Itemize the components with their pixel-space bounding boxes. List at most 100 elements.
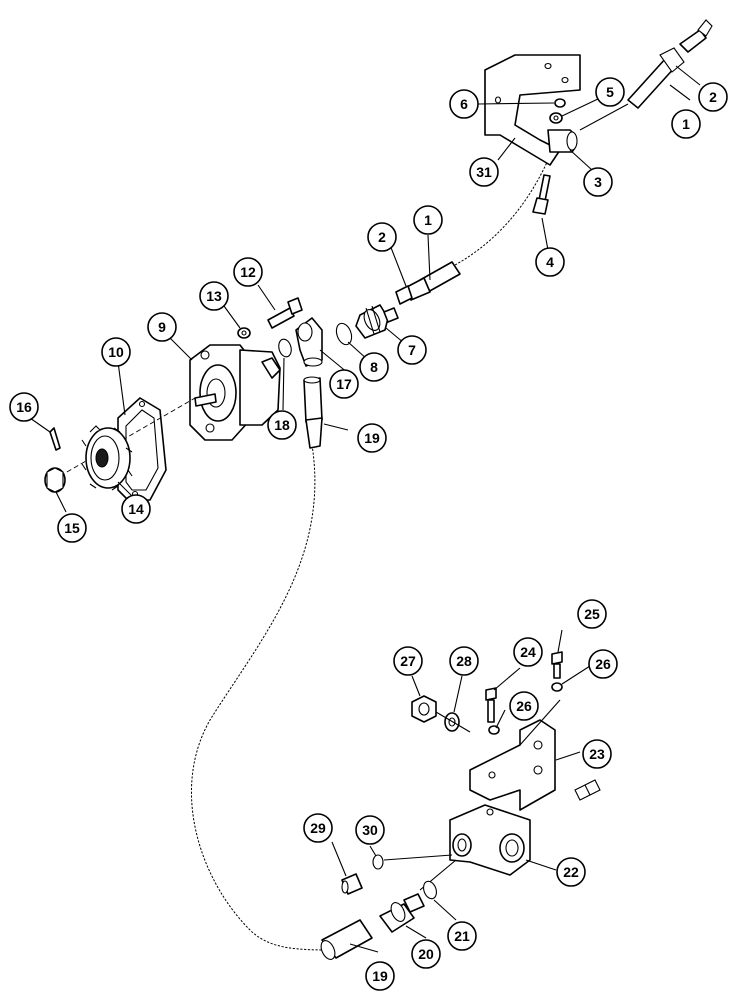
callout-17: 17 — [329, 369, 359, 399]
svg-text:26: 26 — [595, 656, 611, 672]
svg-text:20: 20 — [418, 946, 434, 962]
svg-text:7: 7 — [408, 342, 416, 358]
callout-16: 16 — [9, 392, 39, 422]
fitting-7 — [355, 304, 399, 339]
svg-text:16: 16 — [16, 399, 32, 415]
washer-6 — [554, 98, 566, 108]
callout-26-upper: 26 — [588, 649, 618, 679]
tube-1-top — [579, 19, 713, 131]
callout-25: 25 — [577, 599, 607, 629]
tube-19-lower — [320, 919, 373, 960]
callout-31: 31 — [469, 157, 499, 187]
gasket-10 — [117, 397, 167, 501]
hose-line-main — [190, 444, 336, 951]
callout-13: 13 — [199, 281, 229, 311]
svg-text:1: 1 — [424, 212, 432, 228]
svg-text:14: 14 — [128, 501, 144, 517]
washer-13 — [237, 327, 251, 339]
valve-22 — [449, 804, 531, 876]
svg-text:24: 24 — [520, 644, 536, 660]
callout-30: 30 — [355, 815, 385, 845]
callout-9: 9 — [147, 312, 177, 342]
pump-9 — [189, 344, 281, 441]
bracket-23 — [469, 719, 601, 811]
callout-24: 24 — [513, 637, 543, 667]
svg-text:30: 30 — [362, 822, 378, 838]
callout-3: 3 — [583, 167, 613, 197]
callout-14: 14 — [121, 494, 151, 524]
leader-30-22 — [383, 854, 453, 861]
callout-29: 29 — [303, 813, 333, 843]
svg-text:17: 17 — [336, 376, 352, 392]
o-ring-8 — [335, 322, 353, 346]
callout-19-upper: 19 — [357, 423, 387, 453]
o-ring-30 — [372, 854, 384, 870]
svg-text:23: 23 — [589, 746, 605, 762]
callout-7: 7 — [397, 335, 427, 365]
svg-text:10: 10 — [108, 344, 124, 360]
svg-text:4: 4 — [546, 254, 554, 270]
washer-26-lower — [488, 725, 500, 735]
callout-28: 28 — [449, 646, 479, 676]
svg-text:2: 2 — [378, 229, 386, 245]
tube-19-upper — [303, 376, 323, 449]
cotter-pin-16 — [49, 427, 61, 451]
callout-26-lower: 26 — [509, 691, 539, 721]
svg-text:3: 3 — [594, 174, 602, 190]
svg-text:9: 9 — [158, 319, 166, 335]
bolt-12 — [267, 297, 303, 329]
svg-text:19: 19 — [372, 968, 388, 984]
o-ring-18 — [278, 338, 292, 358]
svg-text:18: 18 — [274, 417, 290, 433]
svg-text:8: 8 — [370, 359, 378, 375]
svg-text:27: 27 — [400, 653, 416, 669]
hose-line-upper — [454, 159, 549, 266]
gear-14 — [81, 425, 133, 491]
svg-text:22: 22 — [563, 864, 579, 880]
washer-26-upper — [551, 682, 563, 692]
callout-6: 6 — [449, 89, 479, 119]
fitting-20 — [379, 893, 425, 933]
screw-24 — [485, 687, 497, 723]
callout-1-mid: 1 — [413, 205, 443, 235]
tube-1-mid — [395, 261, 461, 305]
bracket-31 — [484, 54, 581, 166]
nut-15 — [44, 467, 66, 493]
callout-18: 18 — [267, 410, 297, 440]
svg-text:21: 21 — [454, 928, 470, 944]
svg-text:28: 28 — [456, 653, 472, 669]
svg-text:5: 5 — [606, 84, 614, 100]
svg-text:15: 15 — [64, 520, 80, 536]
nut-5 — [549, 112, 563, 124]
svg-text:13: 13 — [206, 288, 222, 304]
callout-19-lower: 19 — [365, 961, 395, 991]
callout-4: 4 — [535, 247, 565, 277]
svg-text:31: 31 — [476, 164, 492, 180]
callout-27: 27 — [393, 646, 423, 676]
callout-2-mid: 2 — [367, 222, 397, 252]
svg-text:2: 2 — [709, 89, 717, 105]
plug-29 — [341, 873, 363, 895]
callout-10: 10 — [101, 337, 131, 367]
leader-lines — [29, 65, 701, 953]
bolt-4 — [532, 174, 551, 215]
svg-text:29: 29 — [310, 820, 326, 836]
leader-27-28 — [435, 711, 471, 733]
svg-text:1: 1 — [682, 116, 690, 132]
elbow-17 — [295, 317, 323, 367]
callout-2-top: 2 — [698, 82, 728, 112]
callout-5: 5 — [595, 77, 625, 107]
callout-23: 23 — [582, 739, 612, 769]
nut-27 — [411, 695, 437, 723]
callout-8: 8 — [359, 352, 389, 382]
clamp-3 — [547, 129, 578, 153]
callout-22: 22 — [556, 857, 586, 887]
callout-12: 12 — [233, 257, 263, 287]
callout-1-top: 1 — [671, 109, 701, 139]
callout-15: 15 — [57, 513, 87, 543]
svg-text:25: 25 — [584, 606, 600, 622]
screw-25 — [551, 651, 563, 679]
svg-text:19: 19 — [364, 430, 380, 446]
svg-text:12: 12 — [240, 264, 256, 280]
